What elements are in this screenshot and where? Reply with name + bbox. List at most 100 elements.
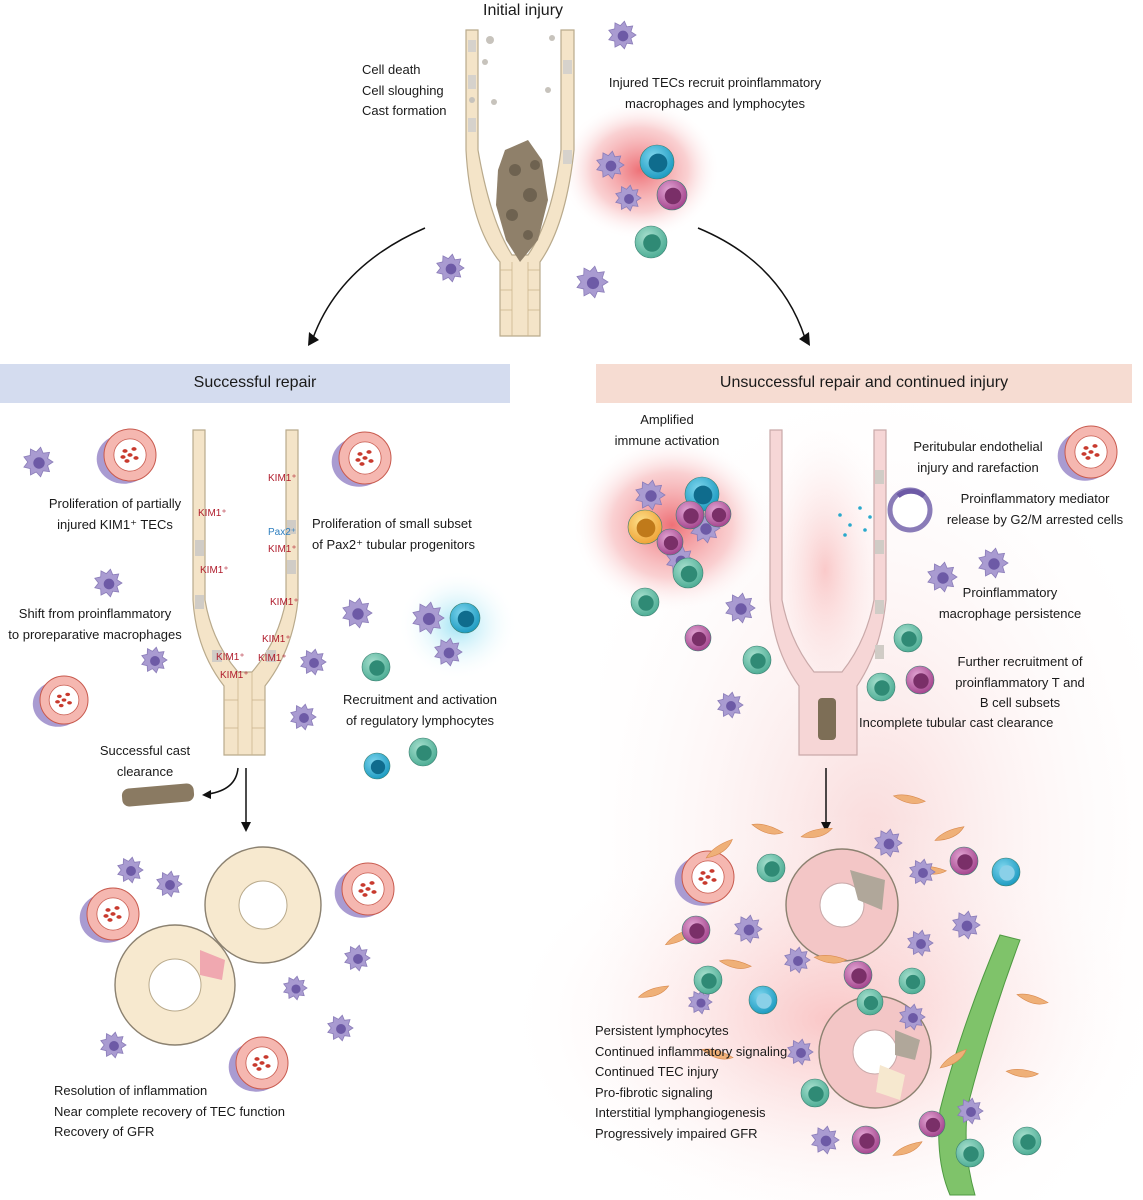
label-line: Successful cast [99,743,191,758]
outcome-item: Continued inflammatory signaling [595,1043,788,1059]
macrophage-icon [725,592,756,624]
macrophage-icon [344,944,371,972]
macrophage-icon [717,691,744,719]
mediator-dot-icon [848,523,852,527]
mediator-dot-icon [868,515,872,519]
label-line: immune activation [614,432,720,448]
arrow-to-unsuccessful [697,227,806,339]
lymphocyte-icon [800,1078,830,1108]
outcome-item: Near complete recovery of TEC function [54,1103,285,1119]
kim1-marker: KIM1⁺ [270,597,299,608]
macrophage-icon [608,20,637,50]
label-line: to proreparative macrophages [8,626,182,642]
mediator-release-label: Proinflammatory mediator release by G2/M… [930,489,1140,530]
lymphocyte-icon [991,857,1021,887]
lymphocyte-icon [905,665,935,695]
mediator-dot-icon [838,513,842,517]
shift-macrophage-label: Shift from proinflammatory to proreparat… [0,604,190,645]
lymphocyte-icon [656,528,684,556]
unsuccessful-outcomes-list: Persistent lymphocytes Continued inflamm… [595,1021,787,1144]
lymphocyte-icon [898,967,926,995]
lymphocyte-icon [361,652,391,682]
lymphocyte-icon [656,179,688,211]
arrow-cast-clearance [207,767,239,795]
label-line: Proinflammatory mediator [960,491,1110,506]
lymphocyte-icon [866,672,896,702]
fibroblast-icon [1005,1069,1039,1078]
arrowhead-cast [202,790,211,799]
lymphocyte-icon [748,985,778,1015]
fibroblast-icon [637,985,670,998]
macrophage-icon [342,597,373,629]
label-line: injury and rarefaction [917,459,1039,475]
recruit-line: macrophages and lymphocytes [625,95,805,111]
macrophage-icon [327,1014,354,1042]
fibroblast-icon [705,838,733,859]
macrophage-icon [156,870,183,898]
kim1-marker: KIM1⁺ [198,508,227,519]
macrophage-icon [615,184,642,212]
cell-event: Cast formation [362,103,447,118]
mediator-dot-icon [843,533,847,537]
lymphocyte-icon [955,1138,985,1168]
fibroblast-icon [1016,993,1049,1005]
label-line: of Pax2⁺ tubular progenitors [312,536,475,552]
peritubular-capillary-icon [331,431,392,487]
successful-repair-header: Successful repair [193,374,317,391]
macrophage-icon [300,648,327,676]
macrophage-persistence-label: Proinflammatory macrophage persistence [920,583,1100,624]
label-line: Proinflammatory [962,585,1058,600]
recruit-text: Injured TECs recruit proinflammatory mac… [595,73,835,114]
peritubular-capillary-icon [32,675,89,727]
lymphocyte-icon [693,965,723,995]
arrow-to-successful [312,227,426,339]
kim1-marker: KIM1⁺ [216,652,245,663]
macrophage-icon [909,858,936,886]
fibroblast-icon [718,959,752,969]
regulatory-lymphocytes-label: Recruitment and activation of regulatory… [330,690,510,731]
outcome-item: Pro-fibrotic signaling [595,1084,713,1100]
unsuccessful-repair-band [596,364,1132,403]
amplified-immune-label: Amplified immune activation [592,410,742,451]
macrophage-icon [596,150,625,180]
macrophage-icon [811,1125,840,1155]
pax2-marker: Pax2⁺ [268,527,297,538]
unsuccessful-tubule [769,429,887,756]
macrophage-icon [952,910,981,940]
amplified-immune-glow [572,437,772,613]
fibroblast-icon [934,826,965,841]
outcome-item: Resolution of inflammation [54,1083,208,1098]
lymphocyte-icon [672,557,704,589]
lymphocyte-icon [408,737,438,767]
outcome-item: Recovery of GFR [54,1124,155,1139]
lymphocyte-icon [756,853,786,883]
label-line: Proliferation of small subset [312,516,472,531]
macrophage-icon [412,601,445,635]
macrophage-icon [688,989,713,1015]
peritubular-label: Peritubular endothelial injury and raref… [898,437,1058,478]
injured-tubule-cross-section-2 [818,995,932,1109]
cell-events-list: Cell death Cell sloughing Cast formation [362,60,447,122]
lymphocyte-icon [893,623,923,653]
kim1-marker: KIM1⁺ [258,653,287,664]
lymphocyte-icon [681,915,711,945]
macrophage-icon [576,265,609,299]
mediator-dot-icon [858,506,862,510]
label-line: release by G2/M arrested cells [946,511,1124,527]
outcome-item: Persistent lymphocytes [595,1023,729,1038]
healthy-tubule-cross-section-1 [204,846,322,964]
macrophage-icon [434,637,463,667]
successful-repair-tubule [192,429,299,756]
macrophage-icon [94,568,123,598]
label-line: clearance [116,763,174,779]
label-line: injured KIM1⁺ TECs [57,516,173,532]
initial-injury-tubule [465,29,575,337]
g2m-arrested-cell-icon [887,487,933,533]
macrophage-icon [787,1038,814,1066]
macrophage-icon [734,914,763,944]
macrophage-icon [635,479,666,511]
label-line: Peritubular endothelial [913,439,1043,454]
lymphocyte-icon [684,624,712,652]
healthy-tubule-cross-section-2 [114,924,236,1046]
